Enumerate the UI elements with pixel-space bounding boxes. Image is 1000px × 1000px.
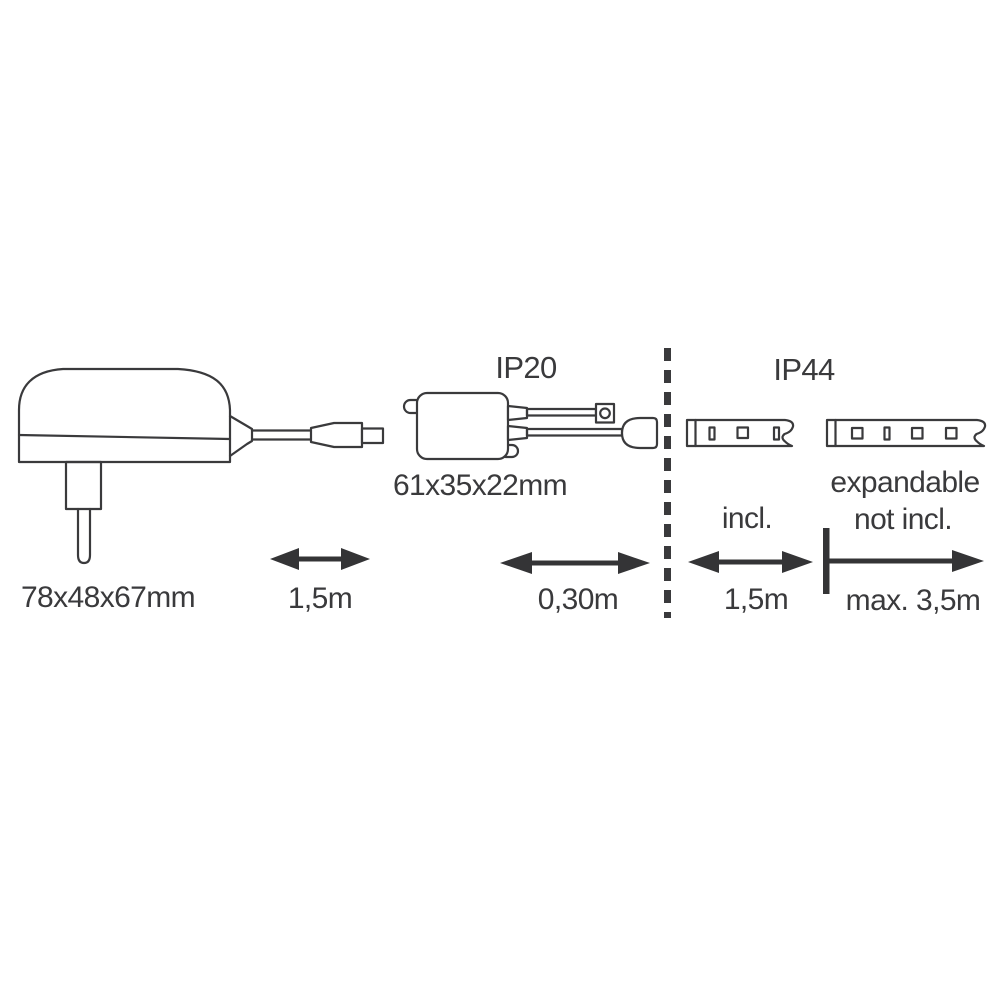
adapter-strain-relief — [228, 414, 254, 458]
adapter-cable-icon — [250, 421, 385, 449]
controller-wire-top — [525, 407, 598, 417]
led-chip — [910, 426, 924, 440]
strip-included-length-label: 1,5m — [723, 583, 789, 616]
arrow-strip-included-length — [688, 551, 813, 573]
led-chip — [772, 426, 781, 441]
arrow-max-expansion-length — [823, 528, 984, 594]
controller-cable-length-label: 0,30m — [537, 583, 619, 616]
strip-included-label: incl. — [721, 502, 773, 535]
controller-wire-bottom — [525, 427, 624, 437]
controller-icon — [402, 391, 659, 461]
adapter-seam-line — [17, 433, 232, 441]
strip-max-length-label: max. 3,5m — [845, 584, 981, 617]
controller-dimensions-label: 61x35x22mm — [392, 469, 568, 502]
arrow-controller-cable-length — [500, 552, 650, 574]
strip-expandable-label: expandable — [830, 466, 980, 499]
led-chip — [736, 426, 750, 440]
power-adapter-icon — [17, 367, 254, 565]
adapter-dimensions-label: 78x48x67mm — [20, 581, 196, 614]
strip-connector — [620, 416, 659, 450]
led-strip-included-icon — [685, 418, 795, 448]
dc-plug-tip — [360, 427, 385, 445]
adapter-plug-pin — [76, 507, 92, 565]
arrow-adapter-cable-length — [270, 548, 370, 570]
led-chip — [944, 426, 958, 440]
controller-body — [415, 391, 510, 461]
adapter-cable-length-label: 1,5m — [287, 582, 353, 615]
led-chip — [850, 426, 864, 440]
inline-switch — [594, 402, 616, 424]
strip-rating-label: IP44 — [773, 352, 835, 387]
led-strip-expansion-icon — [825, 418, 987, 448]
strip-not-included-label: not incl. — [854, 503, 953, 536]
inline-switch-circle — [599, 407, 611, 420]
led-chip — [883, 426, 891, 441]
controller-rating-label: IP20 — [495, 350, 557, 385]
led-chip — [708, 426, 716, 441]
dc-plug-barrel — [309, 421, 364, 449]
adapter-plug-collar — [64, 460, 103, 511]
